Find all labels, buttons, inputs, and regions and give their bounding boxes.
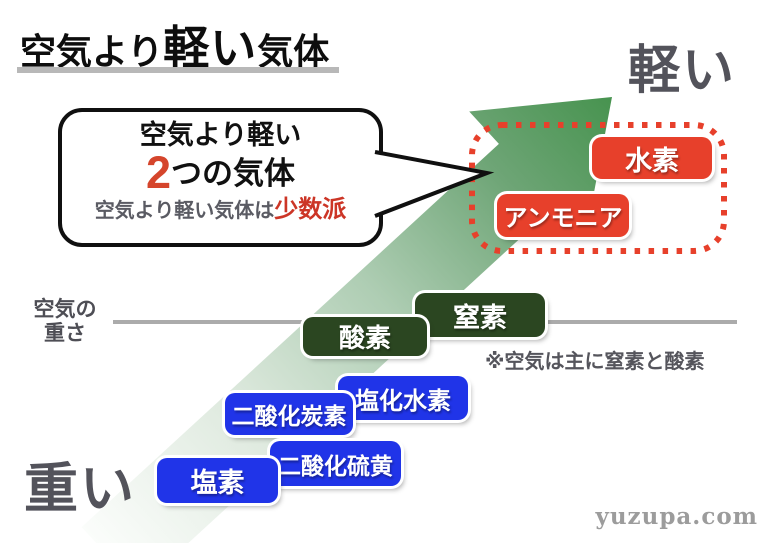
gas-pill-nitrogen: 窒素 (415, 293, 545, 337)
gas-pill-sulfur-dioxide: 二酸化硫黄 (270, 441, 401, 486)
title-underline (17, 67, 339, 73)
speech-bubble-tail (374, 150, 495, 218)
gas-pill-oxygen: 酸素 (303, 317, 427, 356)
watermark: yuzupa.com (595, 503, 758, 530)
bubble-line1: 空気より軽い (139, 120, 302, 150)
bubble-line3-highlight: 少数派 (274, 196, 347, 223)
title-part2: 軽い (163, 22, 258, 74)
air-weight-label-line1: 空気の (33, 298, 97, 321)
gas-pill-ammonia: アンモニア (497, 194, 629, 237)
page-title: 空気より軽い気体 (20, 12, 329, 78)
bubble-line2-rest: つの気体 (171, 156, 296, 191)
bubble-line3: 空気より軽い気体は少数派 (62, 196, 379, 225)
title-part3: 気体 (257, 31, 330, 72)
speech-bubble: 空気より軽い 2つの気体 空気より軽い気体は少数派 (58, 108, 383, 247)
air-weight-label: 空気の重さ (18, 298, 112, 346)
bubble-number: 2 (145, 147, 172, 198)
air-weight-label-line2: 重さ (44, 322, 86, 345)
lighter-gases-group-box (469, 122, 727, 254)
gas-pill-hydrogen: 水素 (592, 137, 712, 179)
light-end-label: 軽い (628, 42, 737, 100)
bubble-line2: 2つの気体 (62, 150, 379, 196)
heavy-end-label: 重い (24, 459, 136, 519)
air-composition-note: ※空気は主に窒素と酸素 (485, 351, 705, 373)
title-part1: 空気より (20, 31, 164, 72)
bubble-line3-prefix: 空気より軽い気体は (94, 200, 275, 222)
gas-pill-carbon-dioxide: 二酸化炭素 (225, 393, 353, 435)
gas-pill-hydrogen-chloride: 塩化水素 (338, 376, 468, 420)
gas-pill-chlorine: 塩素 (157, 458, 278, 503)
